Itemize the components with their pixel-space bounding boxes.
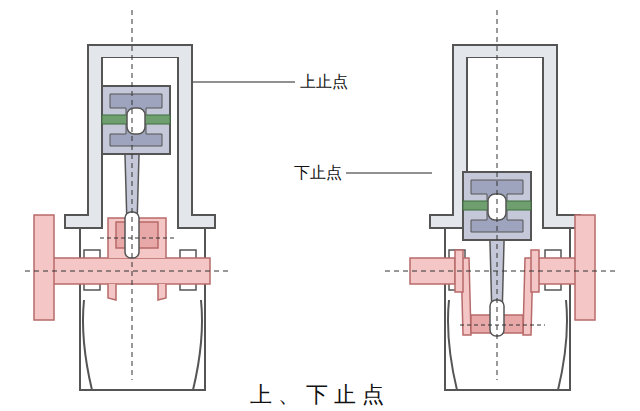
bdc-label: 下止点	[294, 163, 342, 182]
caption: 上、下止点	[0, 382, 640, 408]
tdc-label: 上止点	[300, 72, 348, 91]
